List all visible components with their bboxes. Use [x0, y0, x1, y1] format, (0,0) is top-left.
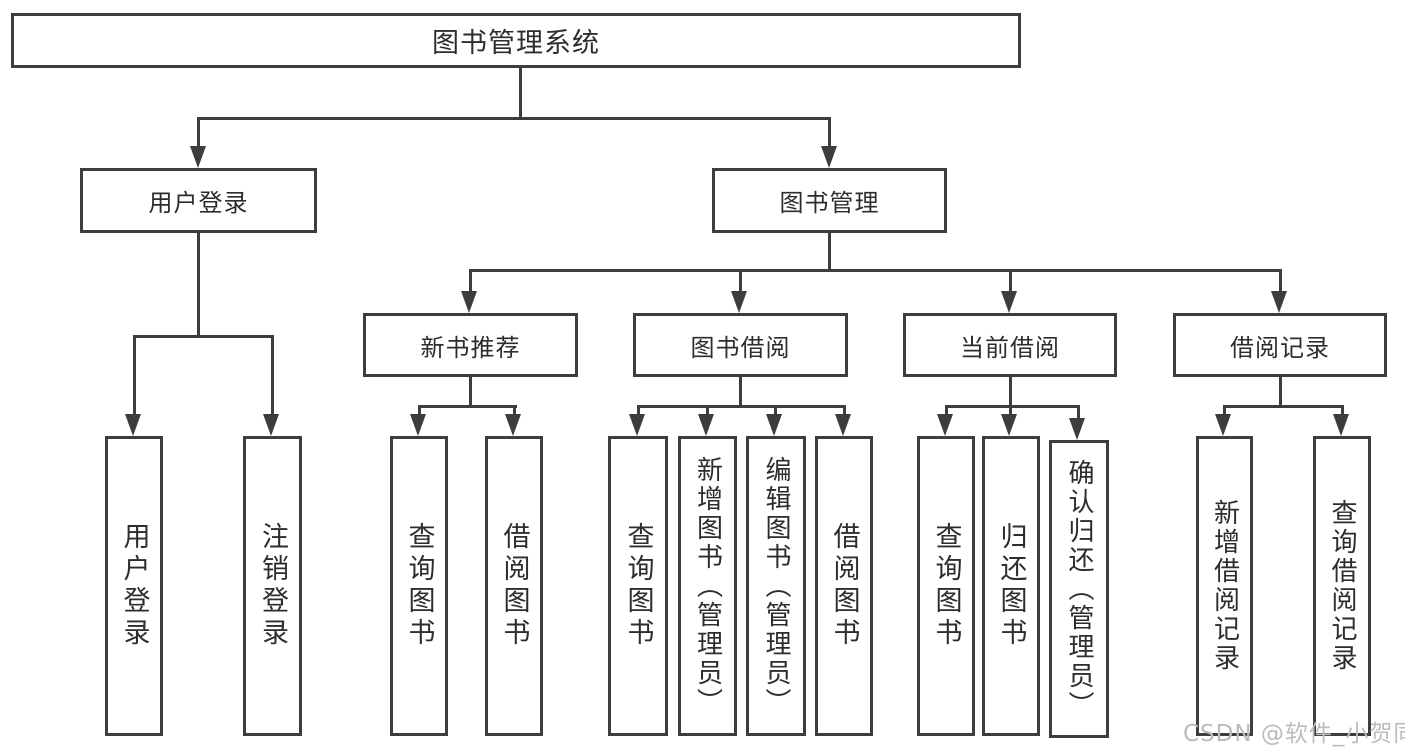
connector-login-rail	[133, 335, 274, 338]
connector-shaft	[1341, 405, 1344, 417]
connector-shaft	[1077, 405, 1080, 421]
connector-shaft	[271, 335, 274, 416]
connector-shaft	[1223, 405, 1226, 417]
leaf-confirm-return-admin: 确认归还（管理员）	[1049, 440, 1109, 738]
connector-records-stem	[1279, 377, 1282, 407]
connector-recommend-rail	[418, 405, 517, 408]
arrowhead	[1069, 418, 1085, 440]
connector-login-stem	[197, 233, 200, 338]
node-book-management: 图书管理	[712, 168, 947, 233]
leaf-label: 查询图书	[930, 522, 962, 650]
connector-shaft	[774, 405, 777, 417]
node-borrow-records: 借阅记录	[1173, 313, 1387, 377]
connector-shaft	[739, 269, 742, 293]
connector-shaft	[469, 269, 472, 293]
arrowhead	[835, 414, 851, 436]
leaf-label: 编辑图书（管理员）	[761, 455, 791, 717]
leaf-label: 查询借阅记录	[1327, 499, 1357, 673]
node-new-book-recommend: 新书推荐	[363, 313, 578, 377]
leaf-label: 查询图书	[403, 522, 435, 650]
connector-shaft	[828, 117, 831, 149]
leaf-label: 查询图书	[622, 522, 654, 650]
node-label: 新书推荐	[420, 333, 521, 362]
connector-shaft	[1009, 405, 1012, 417]
leaf-label: 借阅图书	[828, 522, 860, 650]
leaf-label: 新增图书（管理员）	[692, 455, 723, 717]
connector-recommend-stem	[469, 377, 472, 407]
arrowhead	[505, 414, 521, 436]
leaf-return-books: 归还图书	[982, 436, 1040, 736]
leaf-label: 归还图书	[995, 522, 1027, 650]
node-label: 当前借阅	[960, 333, 1060, 362]
leaf-label: 注销登录	[257, 522, 288, 650]
arrowhead	[190, 146, 206, 168]
connector-borrow-stem	[739, 377, 742, 407]
connector-shaft	[637, 405, 640, 417]
leaf-query-books-recommend: 查询图书	[390, 436, 448, 736]
arrowhead	[698, 414, 714, 436]
connector-shaft	[706, 405, 709, 417]
node-label: 图书借阅	[690, 333, 791, 362]
arrowhead	[1001, 291, 1017, 313]
connector-shaft	[133, 335, 136, 416]
leaf-label: 新增借阅记录	[1209, 499, 1240, 673]
connector-shaft	[843, 405, 846, 417]
node-label: 图书管理	[779, 189, 880, 217]
node-book-borrow: 图书借阅	[633, 313, 848, 377]
leaf-add-books-admin: 新增图书（管理员）	[678, 436, 737, 736]
arrowhead	[766, 414, 782, 436]
leaf-borrow-books: 借阅图书	[815, 436, 873, 736]
connector-shaft	[418, 405, 421, 417]
leaf-add-borrow-record: 新增借阅记录	[1196, 436, 1253, 736]
arrowhead	[629, 414, 645, 436]
leaf-label: 确认归还（管理员）	[1064, 458, 1094, 720]
connector-current-rail	[945, 405, 1080, 408]
arrowhead	[937, 414, 953, 436]
connector-shaft	[945, 405, 948, 417]
node-user-login: 用户登录	[80, 168, 317, 233]
connector-level2-rail	[197, 117, 831, 120]
csdn-watermark: CSDN @软件_小贺同学	[1183, 721, 1405, 747]
arrowhead	[125, 414, 141, 436]
leaf-label: 用户登录	[118, 522, 150, 650]
arrowhead	[731, 291, 747, 313]
connector-borrow-rail	[637, 405, 846, 408]
node-label: 用户登录	[148, 189, 249, 217]
leaf-borrow-books-recommend: 借阅图书	[485, 436, 543, 736]
node-label: 借阅记录	[1230, 333, 1330, 362]
arrowhead	[1215, 414, 1231, 436]
arrowhead	[410, 414, 426, 436]
leaf-query-books-current: 查询图书	[917, 436, 975, 736]
connector-records-rail	[1223, 405, 1344, 408]
leaf-edit-books-admin: 编辑图书（管理员）	[746, 436, 806, 736]
leaf-query-borrow-record: 查询借阅记录	[1313, 436, 1371, 736]
arrowhead	[1333, 414, 1349, 436]
arrowhead	[461, 291, 477, 313]
connector-shaft	[1009, 269, 1012, 293]
connector-current-stem	[1009, 377, 1012, 407]
connector-shaft	[513, 405, 516, 417]
connector-book-mgmt-stem	[828, 233, 831, 271]
leaf-query-books-borrow: 查询图书	[608, 436, 668, 736]
connector-root-stem	[519, 68, 522, 118]
connector-shaft	[1279, 269, 1282, 293]
node-current-borrow: 当前借阅	[903, 313, 1117, 377]
leaf-label: 借阅图书	[498, 522, 530, 650]
arrowhead	[1001, 414, 1017, 436]
node-label: 图书管理系统	[432, 28, 600, 59]
leaf-user-login: 用户登录	[105, 436, 163, 736]
arrowhead	[1271, 291, 1287, 313]
node-library-system: 图书管理系统	[11, 13, 1021, 68]
leaf-logout: 注销登录	[243, 436, 302, 736]
arrowhead	[263, 414, 279, 436]
connector-shaft	[197, 117, 200, 149]
arrowhead	[821, 146, 837, 168]
connector-level3-rail	[469, 269, 1281, 272]
